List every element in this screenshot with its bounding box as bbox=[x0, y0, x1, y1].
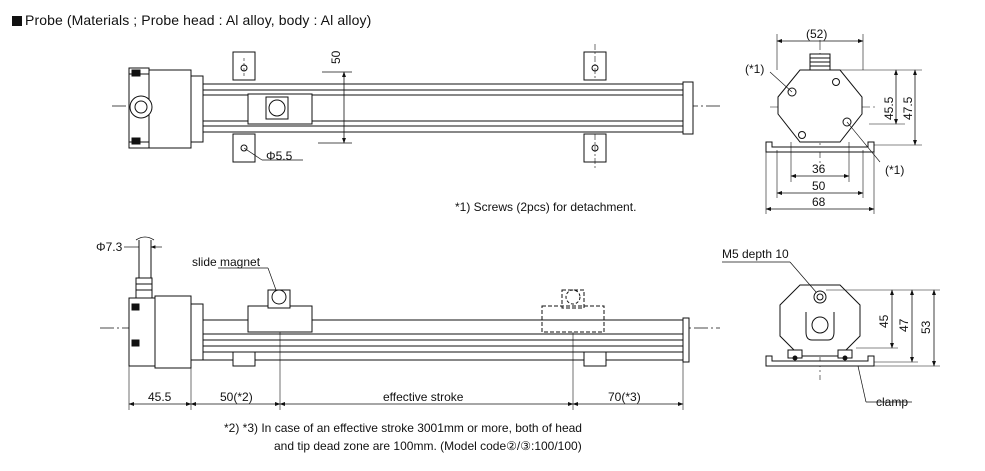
end-width-dim: (52) bbox=[806, 27, 827, 41]
footnote-line-2: and tip dead zone are 100mm. (Model code… bbox=[274, 439, 582, 453]
cable-dia-label: Φ7.3 bbox=[96, 240, 123, 254]
side-view bbox=[100, 236, 720, 410]
dim-53: 53 bbox=[919, 320, 933, 334]
footnote-line-1: *2) *3) In case of an effective stroke 3… bbox=[224, 421, 582, 435]
dim-effective-stroke: effective stroke bbox=[383, 390, 464, 404]
dim-45-5: 45.5 bbox=[882, 96, 896, 120]
dim-head-45-5: 45.5 bbox=[148, 390, 172, 404]
screw-marker-right: (*1) bbox=[885, 163, 904, 177]
hole-dia-label: Φ5.5 bbox=[266, 149, 293, 163]
clamp-label: clamp bbox=[876, 395, 908, 409]
title-text: Probe (Materials ; Probe head : Al alloy… bbox=[25, 12, 372, 28]
m5-depth-label: M5 depth 10 bbox=[722, 247, 789, 261]
top-view bbox=[112, 44, 720, 168]
dim-47: 47 bbox=[897, 318, 911, 332]
screws-note: *1) Screws (2pcs) for detachment. bbox=[455, 200, 636, 214]
slide-magnet-label: slide magnet bbox=[192, 255, 261, 269]
dim-tip-dead-zone: 70(*3) bbox=[608, 390, 641, 404]
dim-47-5: 47.5 bbox=[901, 96, 915, 120]
end-view-top bbox=[765, 34, 922, 214]
dim-50: 50 bbox=[812, 179, 826, 193]
bullet-square-icon bbox=[12, 16, 22, 26]
dim-head-dead-zone: 50(*2) bbox=[220, 390, 253, 404]
end-view-bottom bbox=[722, 261, 940, 403]
dim-68: 68 bbox=[812, 195, 826, 209]
dim-45: 45 bbox=[877, 314, 891, 328]
dim-36: 36 bbox=[812, 162, 826, 176]
screw-marker-left: (*1) bbox=[745, 62, 764, 76]
page-title: Probe (Materials ; Probe head : Al alloy… bbox=[12, 12, 371, 28]
top-height-dim: 50 bbox=[329, 50, 343, 64]
